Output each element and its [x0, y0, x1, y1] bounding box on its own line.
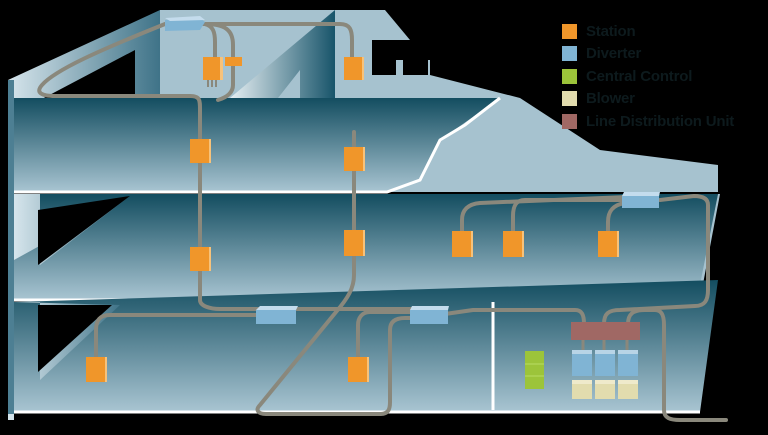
top-floor-doorway	[278, 70, 300, 98]
legend-item-central-control: Central Control	[562, 65, 734, 88]
blower[interactable]	[572, 380, 592, 399]
station[interactable]	[190, 139, 211, 163]
diverter[interactable]	[618, 350, 638, 376]
diverter[interactable]	[165, 16, 205, 31]
station[interactable]	[344, 230, 365, 256]
left-window-middle	[38, 196, 130, 265]
upper-floor-edge	[14, 96, 501, 194]
station[interactable]	[86, 357, 107, 382]
tube	[460, 194, 652, 234]
legend-item-line-distribution-unit: Line Distribution Unit	[562, 110, 734, 133]
legend-label: Blower	[586, 90, 635, 108]
legend-label: Central Control	[586, 67, 693, 85]
diverters	[165, 16, 660, 324]
window	[372, 40, 396, 75]
line-distribution-unit-swatch-icon	[562, 113, 577, 129]
legend-item-diverter: Diverter	[562, 43, 734, 66]
station[interactable]	[203, 57, 223, 87]
station[interactable]	[598, 231, 619, 257]
legend-label: Station	[586, 22, 636, 40]
diverter[interactable]	[595, 350, 615, 376]
stations	[86, 57, 619, 382]
legend: Station Diverter Central Control Blower …	[562, 20, 734, 133]
upper-floor-slab	[14, 98, 500, 192]
left-edge	[8, 80, 14, 414]
tube	[356, 310, 417, 360]
tube	[443, 308, 586, 326]
station[interactable]	[225, 57, 242, 66]
station[interactable]	[348, 357, 369, 382]
diverter[interactable]	[572, 350, 592, 376]
blowers	[572, 380, 638, 399]
tube	[255, 130, 417, 416]
legend-item-blower: Blower	[562, 88, 734, 111]
tube	[606, 201, 627, 234]
legend-label: Diverter	[586, 45, 642, 63]
station[interactable]	[190, 247, 211, 271]
blower[interactable]	[595, 380, 615, 399]
legend-item-station: Station	[562, 20, 734, 43]
tube	[37, 22, 282, 311]
middle-floor-slab	[14, 194, 718, 300]
central-control-swatch-icon	[562, 68, 577, 84]
diverter[interactable]	[256, 306, 298, 324]
tube	[198, 22, 354, 62]
lines	[581, 340, 629, 350]
top-floor-right-wall	[335, 10, 520, 98]
station[interactable]	[344, 57, 364, 80]
legend-label: Line Distribution Unit	[586, 112, 735, 130]
central-control[interactable]	[525, 351, 544, 389]
tube	[94, 313, 260, 362]
station-swatch-icon	[562, 23, 577, 39]
diverter-swatch-icon	[562, 46, 577, 62]
blower[interactable]	[618, 380, 638, 399]
blower-diverters	[572, 350, 638, 376]
left-window-ground	[38, 305, 112, 372]
line-distribution-unit[interactable]	[571, 322, 640, 340]
station[interactable]	[503, 231, 524, 257]
blower-swatch-icon	[562, 91, 577, 107]
station[interactable]	[452, 231, 473, 257]
tube	[511, 198, 627, 234]
tube	[626, 308, 728, 422]
tube-network	[37, 22, 728, 422]
top-floor-ramp	[230, 10, 335, 98]
tube	[602, 194, 710, 326]
diverter[interactable]	[410, 306, 449, 324]
window	[403, 40, 428, 75]
station[interactable]	[344, 147, 365, 171]
diverter[interactable]	[622, 192, 660, 208]
